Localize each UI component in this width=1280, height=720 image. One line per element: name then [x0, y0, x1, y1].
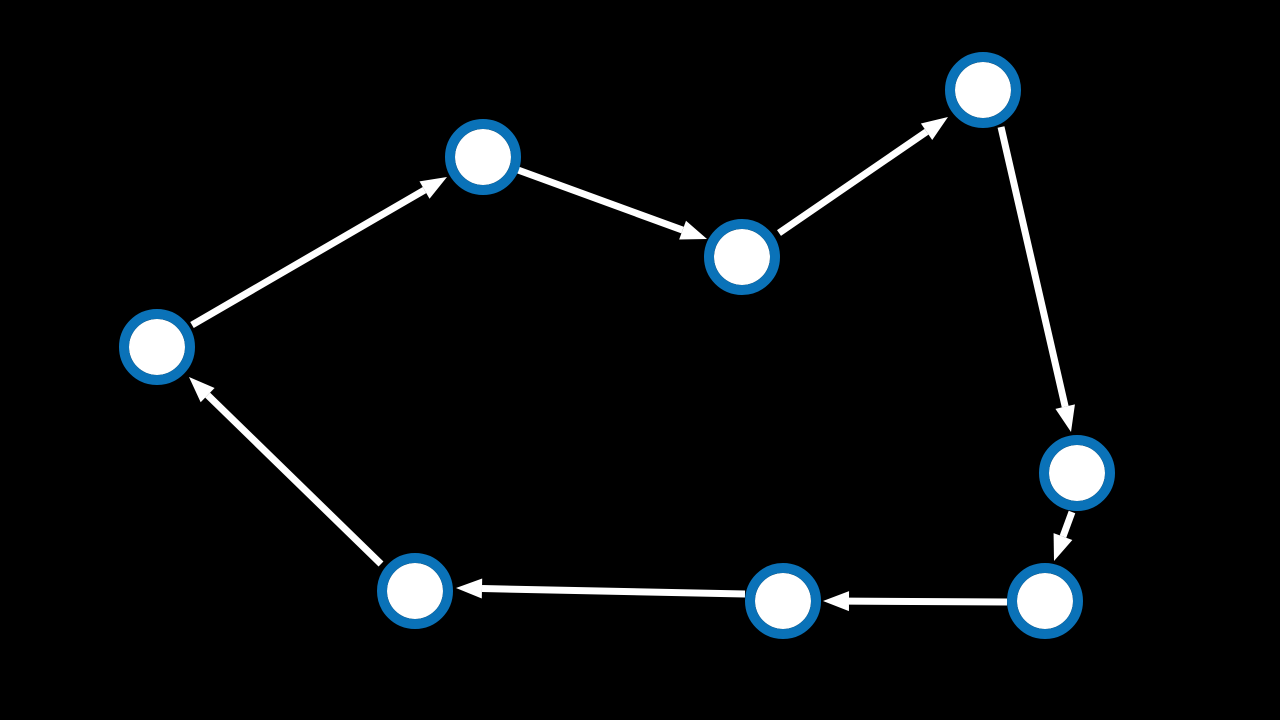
node-ring — [745, 563, 821, 639]
node-fill — [387, 563, 443, 619]
graph-node[interactable] — [445, 119, 521, 195]
node-fill — [1049, 445, 1105, 501]
node-fill — [129, 319, 185, 375]
edge-arrowhead — [456, 578, 483, 599]
edge-shaft — [848, 597, 1008, 606]
edge-arrowhead — [920, 117, 948, 140]
edge-arrowhead — [823, 591, 850, 612]
graph-edge — [823, 591, 1008, 612]
edge-shaft — [516, 166, 684, 234]
graph-node[interactable] — [1007, 563, 1083, 639]
node-ring — [704, 219, 780, 295]
edge-arrowhead — [679, 220, 707, 240]
graph-node[interactable] — [745, 563, 821, 639]
graph-node[interactable] — [1039, 435, 1115, 511]
node-ring — [1039, 435, 1115, 511]
graph-edge — [997, 126, 1075, 432]
node-fill — [455, 129, 511, 185]
graph-edge — [189, 377, 384, 567]
node-fill — [755, 573, 811, 629]
edge-shaft — [1059, 510, 1076, 538]
edge-shaft — [481, 585, 746, 598]
edge-shaft — [205, 392, 384, 567]
node-fill — [955, 62, 1011, 118]
graph-edge — [190, 177, 447, 329]
node-ring — [945, 52, 1021, 128]
edge-arrowhead — [1055, 404, 1075, 432]
graph-edge — [777, 117, 948, 236]
node-fill — [714, 229, 770, 285]
nodes-layer — [119, 52, 1115, 639]
graph-node[interactable] — [945, 52, 1021, 128]
edge-shaft — [190, 187, 427, 329]
graph-node[interactable] — [704, 219, 780, 295]
edges-layer — [189, 117, 1076, 612]
graph-node[interactable] — [377, 553, 453, 629]
node-fill — [1017, 573, 1073, 629]
node-ring — [1007, 563, 1083, 639]
graph-node[interactable] — [119, 309, 195, 385]
node-ring — [119, 309, 195, 385]
graph-edge — [456, 578, 746, 599]
edge-arrowhead — [419, 177, 447, 199]
edge-shaft — [777, 128, 929, 236]
edge-arrowhead — [189, 377, 215, 403]
graph-edge — [1053, 510, 1076, 561]
edge-shaft — [997, 126, 1069, 408]
node-ring — [377, 553, 453, 629]
edge-arrowhead — [1053, 533, 1073, 561]
graph-edge — [516, 166, 707, 240]
node-ring — [445, 119, 521, 195]
